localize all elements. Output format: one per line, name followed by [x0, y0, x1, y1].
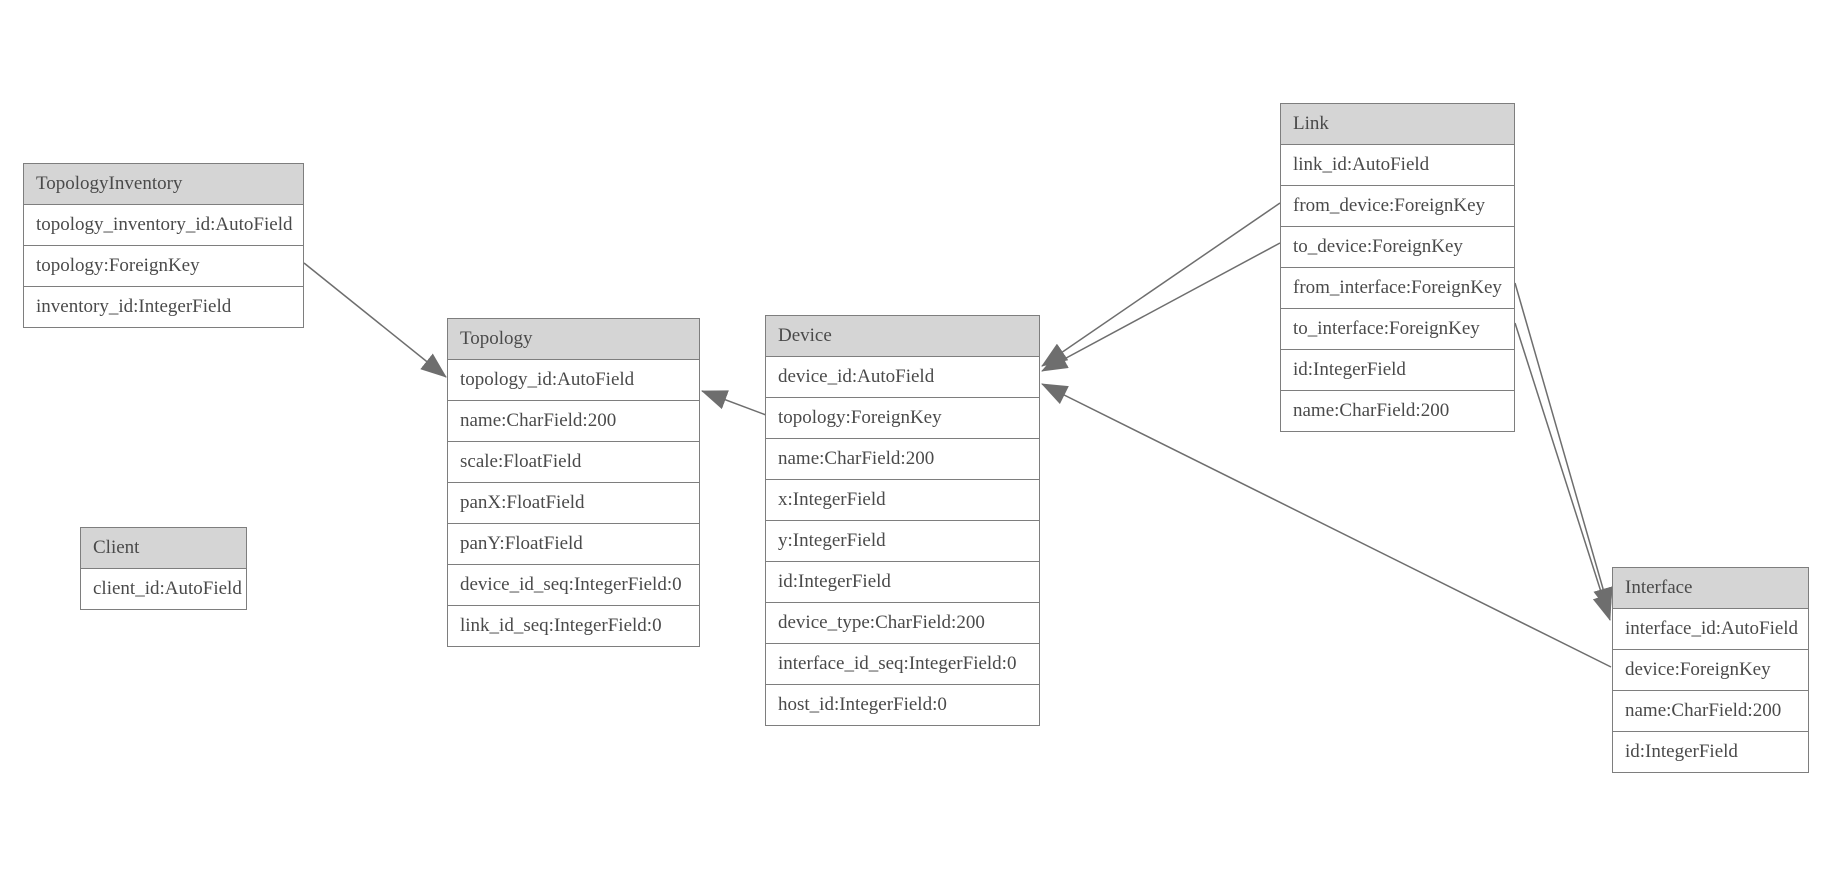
entity-field-row: id:IntegerField [1281, 350, 1514, 391]
entity-field-row: id:IntegerField [1613, 732, 1808, 772]
entity-field-row: name:CharField:200 [1613, 691, 1808, 732]
entity-field-row: scale:FloatField [448, 442, 699, 483]
entity-client-title: Client [81, 528, 246, 569]
relation-link-todevice-device [1041, 242, 1281, 372]
entity-field-row: name:CharField:200 [1281, 391, 1514, 431]
entity-field-row: name:CharField:200 [448, 401, 699, 442]
relation-topologyinventory-topology [303, 262, 447, 378]
entity-field-row: client_id:AutoField [81, 569, 246, 609]
entity-client-fields: client_id:AutoField [81, 569, 246, 609]
entity-field-row: inventory_id:IntegerField [24, 287, 303, 327]
entity-field-row: panX:FloatField [448, 483, 699, 524]
relation-link-frominterface-interface [1514, 282, 1613, 614]
relation-device-topology [701, 390, 767, 416]
entity-topology-inventory-title: TopologyInventory [24, 164, 303, 205]
entity-field-row: topology:ForeignKey [766, 398, 1039, 439]
entity-field-row: id:IntegerField [766, 562, 1039, 603]
entity-field-row: from_interface:ForeignKey [1281, 268, 1514, 309]
relation-link-tointerface-interface [1514, 322, 1612, 621]
entity-field-row: interface_id_seq:IntegerField:0 [766, 644, 1039, 685]
entity-interface-title: Interface [1613, 568, 1808, 609]
entity-field-row: device_id_seq:IntegerField:0 [448, 565, 699, 606]
relation-link-fromdevice-device [1041, 202, 1281, 367]
entity-field-row: link_id:AutoField [1281, 145, 1514, 186]
entity-field-row: host_id:IntegerField:0 [766, 685, 1039, 725]
entity-field-row: y:IntegerField [766, 521, 1039, 562]
entity-field-row: device:ForeignKey [1613, 650, 1808, 691]
entity-client: Client client_id:AutoField [80, 527, 247, 610]
entity-device-title: Device [766, 316, 1039, 357]
entity-field-row: topology_id:AutoField [448, 360, 699, 401]
entity-field-row: link_id_seq:IntegerField:0 [448, 606, 699, 646]
entity-topology-title: Topology [448, 319, 699, 360]
entity-field-row: topology:ForeignKey [24, 246, 303, 287]
entity-field-row: panY:FloatField [448, 524, 699, 565]
entity-field-row: x:IntegerField [766, 480, 1039, 521]
entity-field-row: topology_inventory_id:AutoField [24, 205, 303, 246]
entity-field-row: from_device:ForeignKey [1281, 186, 1514, 227]
entity-field-row: device_id:AutoField [766, 357, 1039, 398]
entity-field-row: name:CharField:200 [766, 439, 1039, 480]
entity-link-title: Link [1281, 104, 1514, 145]
entity-field-row: to_interface:ForeignKey [1281, 309, 1514, 350]
entity-field-row: to_device:ForeignKey [1281, 227, 1514, 268]
entity-field-row: interface_id:AutoField [1613, 609, 1808, 650]
entity-field-row: device_type:CharField:200 [766, 603, 1039, 644]
entity-topology-inventory: TopologyInventory topology_inventory_id:… [23, 163, 304, 328]
